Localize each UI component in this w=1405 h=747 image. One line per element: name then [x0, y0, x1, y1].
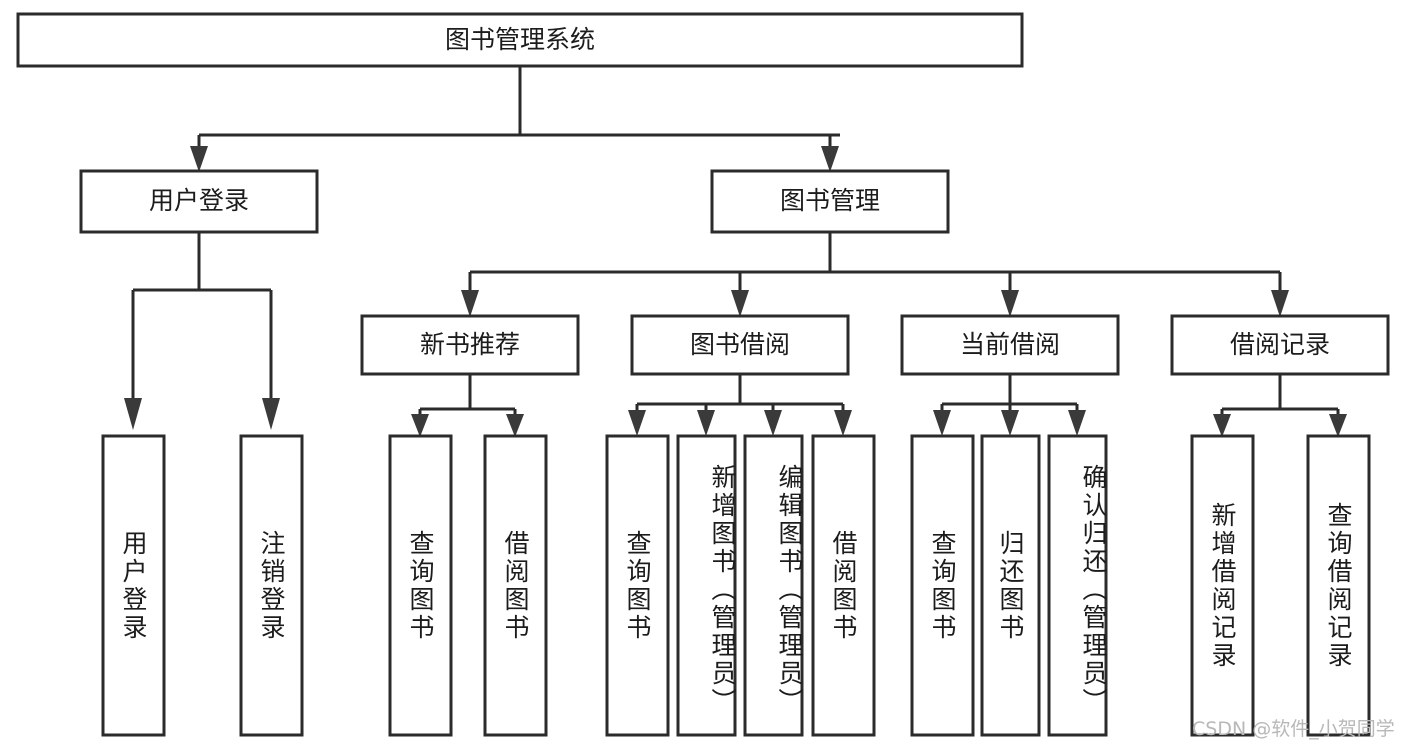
arrowhead-book-borrow	[731, 290, 749, 317]
node-new-book-recommend[interactable]: 新书推荐	[360, 314, 580, 376]
leaf-box-user-login-logout[interactable]	[239, 434, 304, 737]
leaf-box-borrow-edit-admin[interactable]	[743, 434, 804, 737]
node-book-management-label: 图书管理	[780, 186, 880, 215]
arrowhead-user-login	[190, 146, 208, 172]
leaf-box-record-query[interactable]	[1306, 434, 1371, 737]
leaf-box-borrow-add-admin[interactable]	[676, 434, 737, 737]
node-book-management-box[interactable]	[710, 169, 950, 234]
node-root-system-label: 图书管理系统	[445, 25, 595, 54]
node-root-system-box[interactable]	[16, 12, 1024, 68]
arrowhead-current-leaf-1	[933, 410, 951, 436]
node-book-management[interactable]: 图书管理	[710, 169, 950, 234]
node-new-book-recommend-label: 新书推荐	[420, 330, 520, 359]
watermark-csdn: CSDN @软件_小贺同学	[1192, 718, 1395, 740]
arrowhead-borrow-leaf-4	[834, 410, 852, 436]
node-user-login[interactable]: 用户登录	[79, 169, 319, 234]
arrowhead-new-book-recommend	[461, 290, 479, 317]
node-root-system[interactable]: 图书管理系统	[16, 12, 1024, 68]
arrowhead-record-leaf-2	[1329, 414, 1347, 437]
arrowhead-borrow-leaf-3	[764, 410, 782, 436]
arrowhead-borrow-leaf-2	[697, 410, 715, 436]
leaf-box-current-query[interactable]	[910, 434, 975, 737]
arrowhead-borrow-record	[1271, 290, 1289, 317]
node-book-borrow-box[interactable]	[630, 314, 850, 376]
node-user-login-label: 用户登录	[149, 186, 249, 215]
node-borrow-record[interactable]: 借阅记录	[1170, 314, 1390, 376]
arrowhead-current-leaf-2	[1001, 410, 1019, 436]
node-book-borrow-label: 图书借阅	[690, 330, 790, 359]
arrowhead-recommend-leaf-1	[411, 414, 429, 437]
node-user-login-box[interactable]	[79, 169, 319, 234]
arrowhead-book-manage	[821, 146, 839, 172]
arrowhead-current-borrow	[1001, 290, 1019, 317]
node-borrow-record-label: 借阅记录	[1230, 330, 1330, 359]
node-current-borrow[interactable]: 当前借阅	[900, 314, 1120, 376]
node-borrow-record-box[interactable]	[1170, 314, 1390, 376]
arrowhead-leaf-user-login	[124, 398, 142, 430]
leaf-box-recommend-borrow[interactable]	[483, 434, 548, 737]
arrowhead-current-leaf-3	[1068, 410, 1086, 436]
leaf-box-current-confirm-admin[interactable]	[1047, 434, 1108, 737]
leaf-box-recommend-query[interactable]	[388, 434, 453, 737]
arrowhead-borrow-leaf-1	[628, 410, 646, 436]
leaf-box-user-login-login[interactable]	[101, 434, 166, 737]
node-current-borrow-box[interactable]	[900, 314, 1120, 376]
arrowhead-record-leaf-1	[1213, 414, 1231, 437]
node-current-borrow-label: 当前借阅	[960, 330, 1060, 359]
leaf-box-borrow-query[interactable]	[605, 434, 670, 737]
leaf-box-current-return[interactable]	[980, 434, 1041, 737]
leaf-box-borrow-borrow[interactable]	[811, 434, 876, 737]
node-new-book-recommend-box[interactable]	[360, 314, 580, 376]
leaf-box-record-add[interactable]	[1190, 434, 1255, 737]
arrowhead-recommend-leaf-2	[506, 414, 524, 437]
arrowhead-leaf-logout	[262, 398, 280, 430]
node-book-borrow[interactable]: 图书借阅	[630, 314, 850, 376]
connector-layer	[124, 66, 1347, 437]
